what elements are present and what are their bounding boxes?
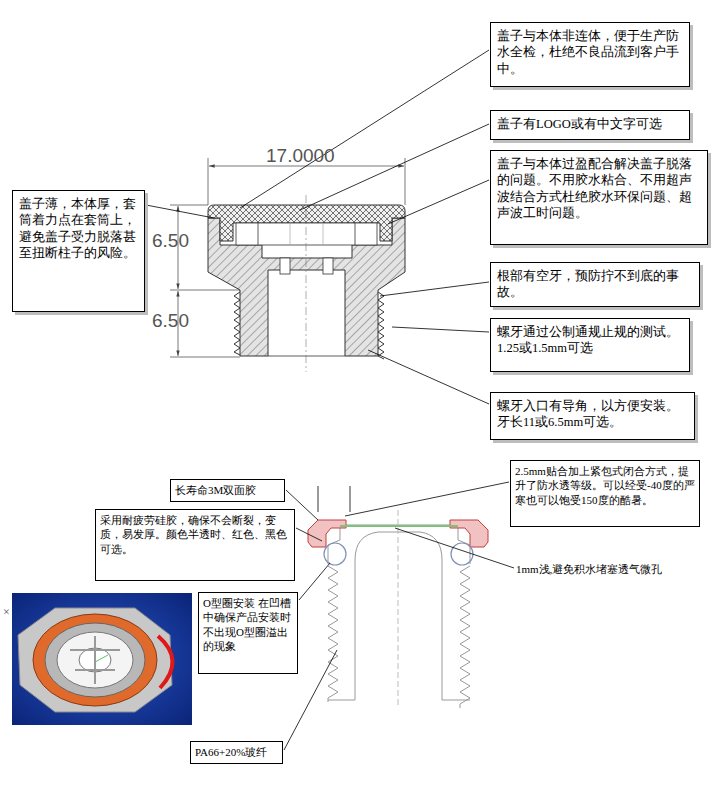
cap-section	[208, 195, 405, 372]
dimension-label: 6.50	[152, 311, 189, 332]
callout-text: 盖子与本体过盈配合解决盖子脱落的问题。不用胶水粘合、不用超声波结合方式杜绝胶水环…	[497, 156, 701, 221]
callout-box: 采用耐疲劳硅胶，确保不会断裂，变质，易发厚。颜色半透时、红色、黑色可选。	[95, 509, 295, 581]
marker-symbol: ×	[3, 606, 10, 619]
callout-box: 盖子与本体过盈配合解决盖子脱落的问题。不用胶水粘合、不用超声波结合方式杜绝胶水环…	[490, 150, 708, 245]
callout-text: 盖子薄，本体厚，套筒着力点在套筒上，避免盖子受力脱落甚至扭断柱子的风险。	[19, 196, 138, 261]
dimension-lines	[170, 158, 405, 357]
callout-text: 盖子有LOGO或有中文字可选	[497, 116, 683, 132]
leader-lines	[146, 50, 489, 404]
callout-box: 盖子有LOGO或有中文字可选	[490, 110, 690, 140]
callout-box: O型圈安装 在凹槽中确保产品安装时不出现O型圈溢出的现象	[198, 592, 298, 674]
callout-text: 根部有空牙，预防拧不到底的事故。	[497, 268, 693, 301]
callout-text: 螺牙通过公制通规止规的测试。 1.25或1.5mm可选	[497, 324, 683, 357]
vent-side-view	[318, 486, 470, 708]
note-text: 1mm浅,避免积水堵塞透气微孔	[516, 563, 662, 575]
callout-text: 长寿命3M双面胶	[175, 483, 280, 497]
callout-box: 根部有空牙，预防拧不到底的事故。	[490, 262, 700, 307]
callout-text: 盖子与本体非连体，便于生产防水全检，杜绝不良品流到客户手中。	[497, 28, 683, 77]
callout-box: 长寿命3M双面胶	[170, 479, 285, 502]
callout-text: 螺牙入口有导角，以方便安装。 牙长11或6.5mm可选。	[497, 398, 688, 431]
callout-text: PA66+20%玻纤	[195, 745, 278, 759]
dimension-label: 17.0000	[266, 146, 335, 167]
leader-lines	[284, 482, 514, 750]
silicone-cap	[308, 520, 488, 565]
callout-box: 2.5mm贴合加上紧包式闭合方式，提升了防水透等级。可以经受-40度的严寒也可以…	[510, 460, 700, 527]
callout-box: 螺牙入口有导角，以方便安装。 牙长11或6.5mm可选。	[490, 392, 695, 440]
callout-text: 采用耐疲劳硅胶，确保不会断裂，变质，易发厚。颜色半透时、红色、黑色可选。	[100, 513, 290, 556]
callout-text: 2.5mm贴合加上紧包式闭合方式，提升了防水透等级。可以经受-40度的严寒也可以…	[515, 464, 695, 507]
dimension-label: 6.50	[152, 231, 189, 252]
vent-body-section	[208, 218, 405, 359]
callout-box: 盖子薄，本体厚，套筒着力点在套筒上，避免盖子受力脱落甚至扭断柱子的风险。	[12, 190, 145, 312]
callout-box: PA66+20%玻纤	[190, 741, 283, 764]
callout-box: 螺牙通过公制通规止规的测试。 1.25或1.5mm可选	[490, 318, 690, 372]
callout-text: O型圈安装 在凹槽中确保产品安装时不出现O型圈溢出的现象	[203, 596, 293, 653]
callout-box: 盖子与本体非连体，便于生产防水全检，杜绝不良品流到客户手中。	[490, 22, 690, 87]
product-render	[12, 593, 192, 725]
